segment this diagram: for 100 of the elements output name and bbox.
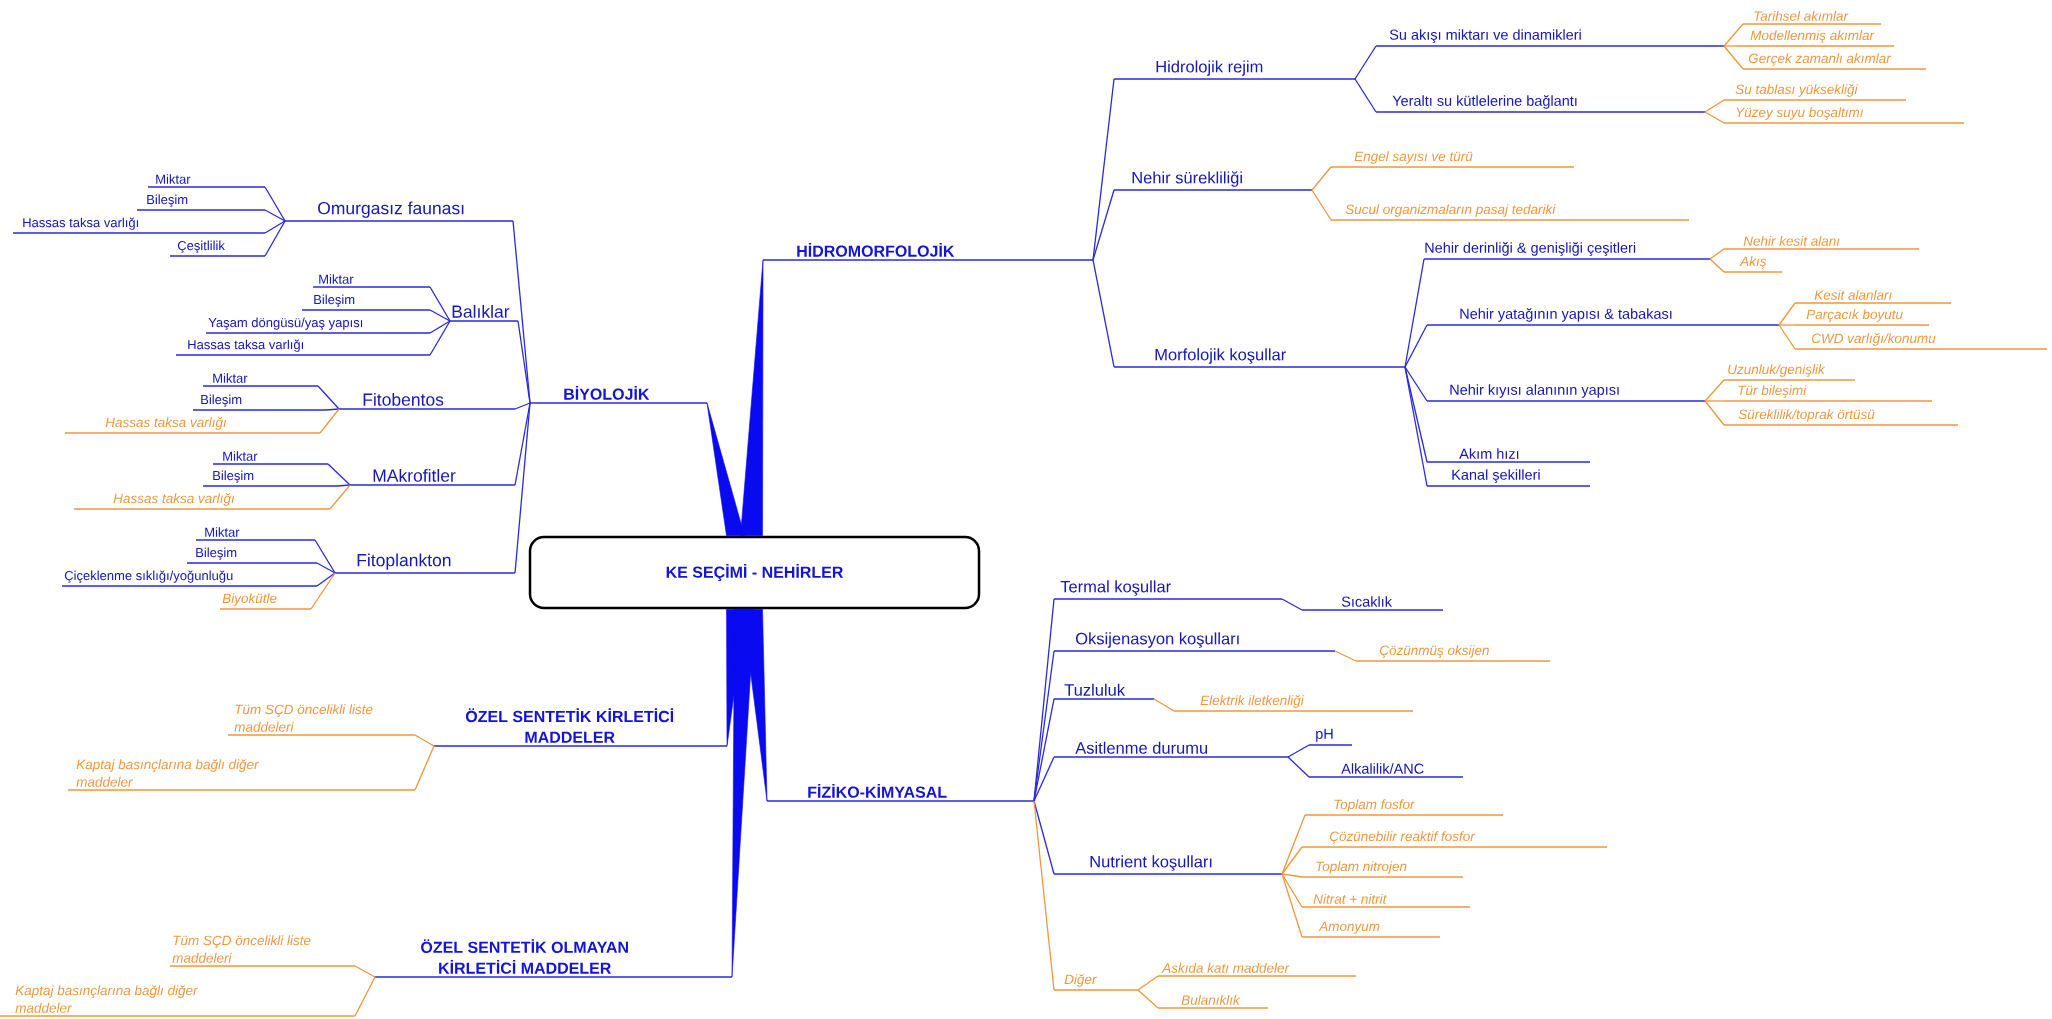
branch-label: Yaşam döngüsü/yaş yapısı	[205, 317, 431, 334]
branch-label: FİZİKO-KİMYASAL	[766, 783, 1035, 802]
branch-label: Miktar	[202, 373, 319, 387]
branch-label: Hassas taksa varlığı	[12, 217, 266, 234]
branch-label: Modellenmiş akımlar	[1736, 30, 1895, 47]
branch-label: Nehir kıyısı alanının yapısı	[1426, 384, 1706, 402]
branch-line	[429, 309, 451, 322]
branch-label: ÖZEL SENTETİK OLMAYAN KİRLETİCİ MADDELER	[374, 939, 733, 978]
branch-label: Kanal şekilleri	[1426, 469, 1591, 487]
branch-label: Yeraltı su kütlelerine bağlantı	[1375, 95, 1706, 113]
branch-line	[1704, 99, 1725, 113]
branch-label: Tür bileşimi	[1723, 385, 1933, 402]
branch-label: Miktar	[147, 174, 266, 188]
branch-line	[429, 286, 451, 322]
branch-line	[517, 320, 531, 404]
branch-label: Çiçeklenme sıklığı/yoğunluğu	[61, 570, 318, 587]
branch-line	[319, 408, 340, 434]
branch-line	[1778, 302, 1796, 326]
branch-line	[1723, 23, 1744, 47]
branch-label: ÖZEL SENTETİK KİRLETİCİ MADDELER	[433, 708, 728, 747]
branch-label: Miktar	[312, 274, 431, 288]
branch-label: Yüzey suyu boşaltımı	[1723, 107, 1965, 124]
branch-line	[1704, 400, 1725, 426]
branch-label: Nutrient koşulları	[1053, 855, 1283, 875]
branch-label: Kaptaj basınçlarına bağlı diğer maddeler	[0, 985, 356, 1017]
branch-line	[1404, 366, 1428, 402]
branch-label: Elektrik iletkenliği	[1173, 695, 1414, 712]
branch-label: MAkrofitler	[349, 468, 516, 486]
branch-line	[264, 186, 286, 222]
branch-label: Omurgasız faunası	[284, 201, 514, 222]
branch-line	[1334, 650, 1357, 662]
branch-line	[1704, 111, 1725, 124]
branch-wedge	[740, 259, 764, 537]
branch-line	[329, 484, 351, 510]
branch-line	[1281, 598, 1303, 611]
branch-line	[429, 320, 451, 356]
branch-line	[1704, 400, 1725, 402]
branch-label: Bileşim	[192, 394, 327, 411]
branch-line	[1723, 45, 1744, 70]
branch-label: CWD varlığı/konumu	[1794, 333, 2048, 350]
branch-line	[514, 402, 531, 410]
branch-label: Sucul organizmaların pasaj tedariki	[1330, 204, 1690, 221]
branch-label: Tuzluluk	[1053, 683, 1155, 700]
branch-label: Hassas taksa varlığı	[73, 493, 331, 510]
branch-line	[1704, 379, 1725, 402]
branch-label: HİDROMORFOLOJİK	[762, 242, 1094, 261]
branch-line	[1092, 259, 1115, 368]
branch-label: Bileşim	[202, 470, 338, 487]
branch-label: Fitobentos	[338, 392, 516, 410]
branch-label: Nehir kesit alanı	[1723, 235, 1920, 250]
branch-label: Akış	[1723, 256, 1783, 273]
branch-line	[1354, 45, 1377, 80]
branch-label: Nehir yatağının yapısı & tabakası	[1426, 308, 1780, 326]
branch-label: Toplam fosfor	[1304, 799, 1504, 816]
branch-line	[414, 734, 435, 747]
branch-label: Tüm SÇD öncelikli liste maddeleri	[227, 704, 416, 736]
branch-line	[325, 408, 340, 411]
branch-line	[512, 220, 531, 404]
branch-wedge	[742, 608, 768, 802]
branch-line	[1287, 756, 1310, 778]
branch-line	[1092, 189, 1115, 261]
branch-line	[336, 484, 351, 487]
branch-line	[1404, 324, 1428, 368]
central-box: KE SEÇİMİ - NEHİRLER	[528, 535, 981, 610]
branch-label: Hassas taksa varlığı	[64, 417, 321, 434]
branch-label: Hassas taksa varlığı	[175, 339, 431, 356]
branch-line	[264, 209, 286, 222]
branch-line	[310, 572, 336, 610]
branch-line	[1281, 814, 1306, 875]
branch-label: Diğer	[1053, 974, 1139, 991]
branch-line	[1723, 45, 1738, 47]
branch-label: Gerçek zamanlı akımlar	[1742, 53, 1927, 70]
branch-line	[1033, 598, 1055, 802]
branch-label: Hidrolojik rejim	[1113, 60, 1356, 80]
branch-line	[316, 562, 336, 574]
branch-line	[1137, 989, 1159, 1009]
branch-line	[1709, 248, 1725, 260]
branch-label: Bileşim	[186, 547, 318, 564]
branch-line	[314, 539, 336, 574]
branch-line	[316, 572, 336, 587]
branch-label: Nitrat + nitrit	[1301, 893, 1471, 908]
branch-label: Nehir derinliği & genişliği çeşitleri	[1423, 242, 1711, 260]
branch-line	[1153, 698, 1175, 712]
branch-label: Amonyum	[1301, 921, 1441, 938]
branch-line	[1778, 324, 1796, 326]
branch-label: Tüm SÇD öncelikli liste maddeleri	[169, 935, 356, 967]
branch-label: Alkalilik/ANC	[1308, 763, 1464, 778]
branch-label: Nehir sürekliliği	[1113, 171, 1313, 191]
branch-line	[1311, 166, 1332, 191]
branch-label: Parçacık boyutu	[1794, 309, 1930, 326]
branch-line	[414, 745, 435, 791]
branch-line	[317, 385, 340, 410]
branch-line	[1281, 846, 1303, 875]
branch-label: Termal koşullar	[1053, 580, 1283, 600]
branch-label: Süreklilik/toprak örtüsü	[1723, 409, 1959, 426]
branch-label: Engel sayısı ve türü	[1330, 151, 1575, 168]
branch-label: Fitoplankton	[334, 553, 516, 574]
branch-line	[1281, 873, 1303, 938]
branch-line	[354, 965, 376, 978]
branch-label: BİYOLOJİK	[529, 385, 708, 404]
